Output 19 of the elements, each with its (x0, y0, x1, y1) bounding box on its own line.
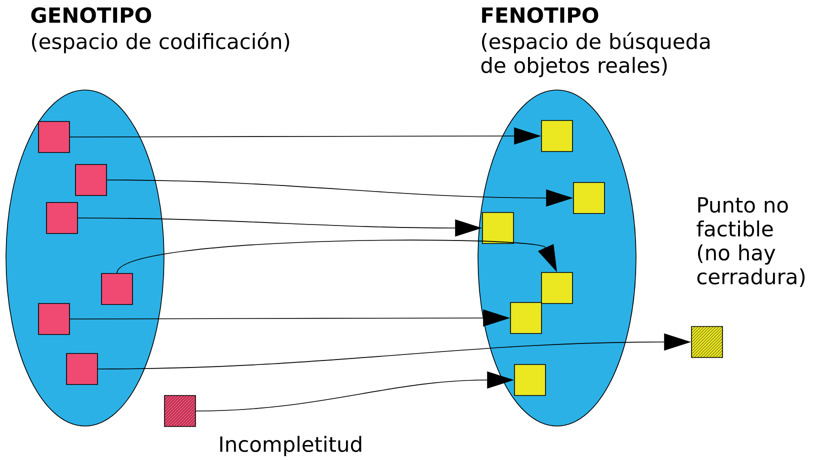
square (66, 353, 98, 385)
heading: GENOTIPO (31, 7, 152, 24)
square (38, 121, 70, 153)
subheading: (espacio de codificación) (32, 32, 290, 54)
square (541, 120, 573, 152)
square (101, 273, 133, 305)
square (573, 182, 605, 214)
caption: Incompletitud (220, 436, 362, 456)
square (75, 164, 107, 196)
square (38, 303, 70, 335)
square (482, 212, 514, 244)
subheading: (espacio de búsqueda de objetos reales) (481, 32, 710, 78)
square (541, 272, 573, 304)
square (514, 364, 546, 396)
square (510, 302, 542, 334)
heading: FENOTIPO (482, 7, 598, 24)
square (46, 202, 78, 234)
note: Punto no factible (no hay cerradura) (696, 197, 805, 287)
arrow (116, 240, 557, 274)
